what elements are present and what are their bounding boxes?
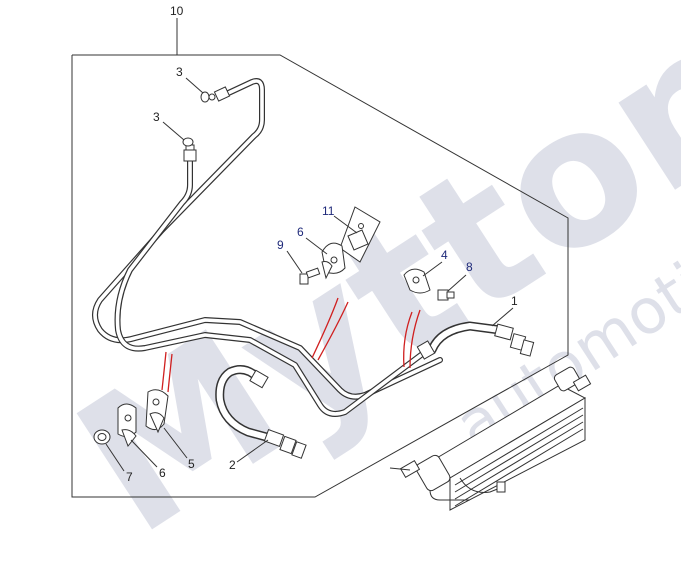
hose-2-start-fitting — [249, 369, 269, 389]
assembly-frame — [71, 54, 569, 498]
leader-8 — [447, 274, 467, 292]
callout-7: 7 — [126, 470, 133, 484]
clamp-6-upper — [321, 242, 346, 280]
leader-3-upper — [185, 77, 204, 94]
callout-1: 1 — [511, 294, 518, 308]
o-ring-lower — [182, 137, 194, 147]
leader-1 — [491, 307, 514, 327]
callout-3-upper: 3 — [176, 65, 183, 79]
o-ring-upper — [200, 91, 210, 103]
bolt-9 — [299, 267, 321, 285]
bolt-8 — [437, 289, 455, 301]
leader-11 — [333, 215, 358, 234]
leader-5 — [163, 427, 188, 459]
leader-4 — [422, 261, 443, 277]
pipe-fitting-upper — [208, 86, 231, 102]
guide-marks — [161, 297, 421, 393]
callout-6-upper: 6 — [297, 225, 304, 239]
leader-3-lower — [162, 121, 185, 141]
clamp-5 — [145, 389, 169, 434]
callout-2: 2 — [229, 458, 236, 472]
callout-8: 8 — [466, 260, 473, 274]
clamp-6-lower — [117, 403, 137, 447]
callout-6-lower: 6 — [159, 466, 166, 480]
leader-6-lower — [130, 439, 158, 468]
leader-6-upper — [305, 237, 328, 255]
leader-9 — [286, 250, 303, 274]
hose-1-inner — [429, 322, 503, 353]
leader-2 — [236, 439, 269, 463]
hose-1-end-fitting — [494, 323, 535, 357]
callout-5: 5 — [188, 457, 195, 471]
watermark-brand: Mytton — [42, 0, 681, 567]
callout-10: 10 — [170, 4, 184, 18]
oil-cooler — [389, 366, 592, 511]
leader-7 — [105, 443, 125, 472]
hose-2-inner — [216, 366, 273, 441]
pipe-upper-inner — [93, 79, 442, 399]
pipe-fitting-lower — [183, 144, 197, 162]
callout-3-lower: 3 — [153, 110, 160, 124]
hose-2-end-fitting — [263, 428, 307, 459]
bracket-11 — [339, 206, 381, 263]
grommet-7 — [93, 429, 111, 445]
callout-11: 11 — [322, 204, 335, 218]
pipe-lower-inner — [115, 158, 427, 416]
callout-9: 9 — [277, 238, 284, 252]
watermark: Mytton — [42, 0, 681, 567]
hose-1-start-fitting — [416, 340, 436, 360]
callout-4: 4 — [441, 248, 448, 262]
